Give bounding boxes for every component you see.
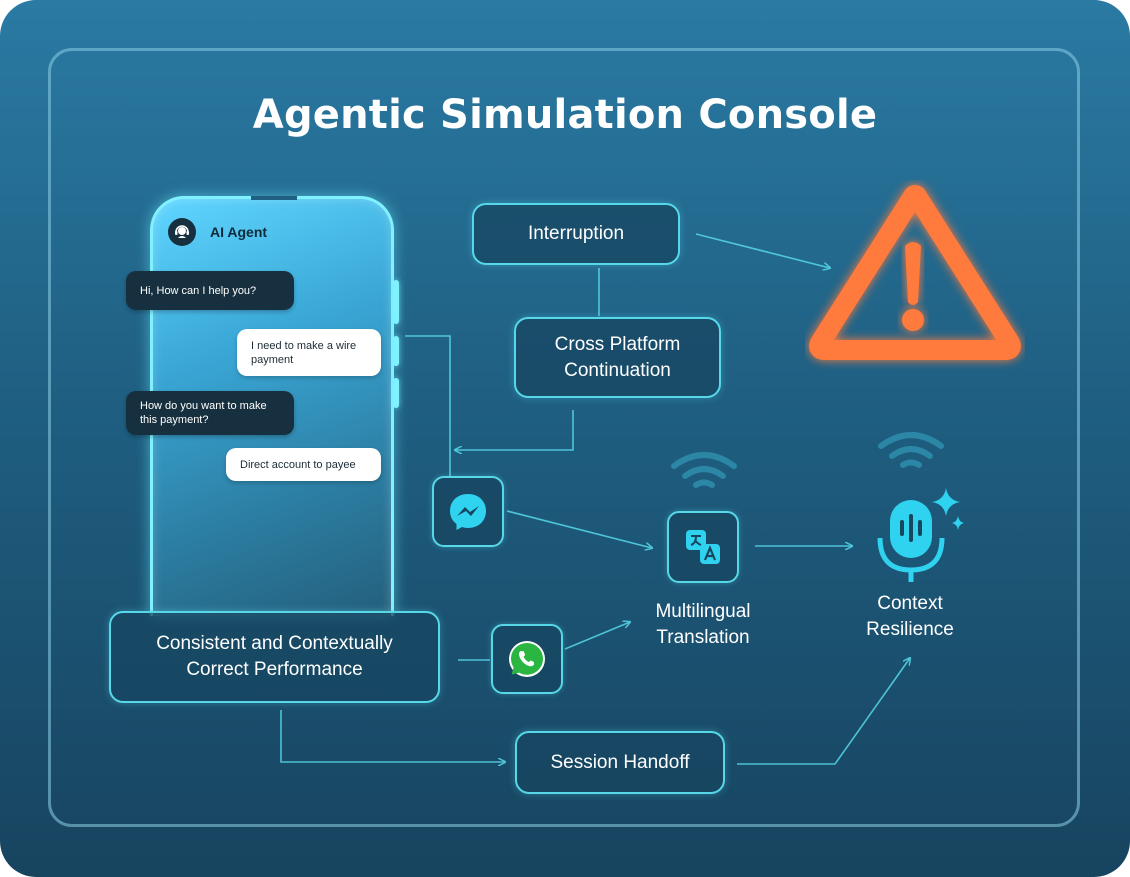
messenger-icon <box>450 493 486 530</box>
console-frame <box>48 48 1080 827</box>
label-context-resilience: Context Resilience <box>866 593 954 640</box>
node-session-handoff: Session Handoff <box>515 731 725 794</box>
wifi-signal-icon <box>671 452 737 488</box>
phone-side-button <box>393 378 399 408</box>
translate-icon <box>686 530 720 564</box>
label-multilingual-translation: Multilingual Translation <box>655 601 751 648</box>
phone-side-button <box>393 280 399 324</box>
node-cross-platform-continuation: Cross Platform Continuation <box>514 317 721 398</box>
wire-handoff-to-context <box>737 658 910 765</box>
chat-message-agent: Hi, How can I help you? <box>126 271 294 310</box>
wire-whatsapp-to-multilingual <box>564 622 630 650</box>
wire-cross-to-phone <box>455 410 574 450</box>
agent-name: AI Agent <box>210 224 268 240</box>
wire-messenger-to-translate <box>506 510 652 548</box>
chat-header: AI Agent <box>168 218 267 246</box>
chat-message-user: Direct account to payee <box>226 448 381 481</box>
phone-side-button <box>393 336 399 366</box>
wire-consistent-to-handoff <box>280 710 505 762</box>
translate-button[interactable] <box>667 511 739 583</box>
wire-phone-to-messenger <box>405 335 451 476</box>
phone-notch <box>251 196 297 200</box>
wire-interruption-to-warning <box>695 233 830 268</box>
node-interruption: Interruption <box>472 203 680 265</box>
ai-microphone-icon <box>877 488 964 582</box>
agent-avatar-icon <box>168 218 196 246</box>
whatsapp-icon <box>509 641 545 677</box>
chat-message-agent: How do you want to make this payment? <box>126 391 294 435</box>
warning-triangle-icon <box>809 185 1021 360</box>
chat-message-user: I need to make a wire payment <box>237 329 381 376</box>
whatsapp-button[interactable] <box>491 624 563 694</box>
page-title: Agentic Simulation Console <box>252 92 878 138</box>
messenger-button[interactable] <box>432 476 504 547</box>
wifi-signal-icon <box>878 432 944 468</box>
node-consistent-performance: Consistent and Contextually Correct Perf… <box>109 611 440 703</box>
